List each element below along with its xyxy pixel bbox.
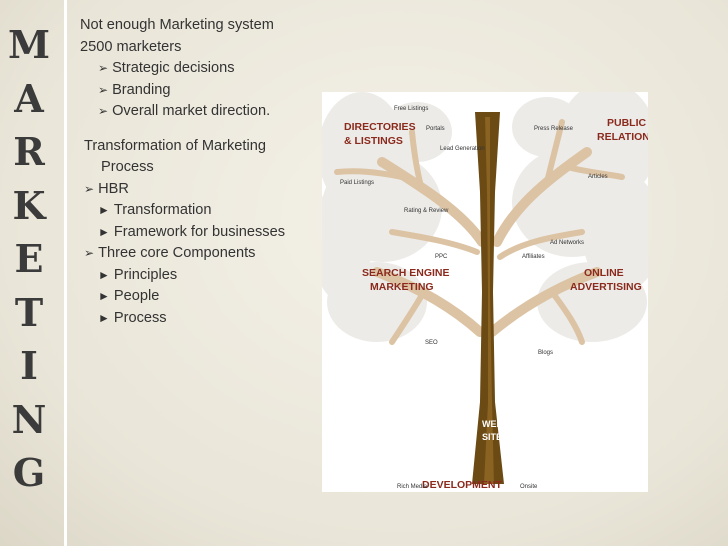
leaf-label: PPC — [435, 254, 448, 260]
leaf-label: Portals — [426, 126, 445, 132]
triangle-bullet-icon: ► — [98, 289, 110, 303]
text-line: Transformation of Marketing — [84, 137, 266, 154]
arrow-bullet-icon: ➢ — [98, 104, 109, 118]
triangle-bullet-icon: ► — [98, 224, 110, 239]
text-line: 2500 marketers — [80, 38, 182, 55]
leaf-label: Rating & Review — [404, 208, 449, 214]
triangle-bullet-icon: ► — [98, 310, 110, 325]
leaf-label: Lead Generation — [440, 146, 485, 152]
category-label: MARKETING — [370, 281, 434, 293]
arrow-bullet-icon: ➢ — [84, 181, 95, 196]
side-letter: K — [12, 182, 46, 228]
trunk-label: WEB — [482, 419, 503, 429]
bullet-item: ➢Overall market direction. — [98, 103, 271, 119]
bullet-item: ➢Strategic decisions — [98, 60, 235, 76]
side-letter: R — [13, 129, 45, 174]
leaf-label: Articles — [588, 174, 608, 180]
bullet-item: ➢Branding — [98, 81, 171, 98]
category-label: DEVELOPMENT — [422, 479, 503, 491]
leaf-label: SEO — [425, 340, 438, 346]
arrow-bullet-icon: ➢ — [84, 246, 95, 260]
side-letter: E — [14, 236, 44, 281]
leaf-label: Press Release — [534, 126, 574, 132]
sub-bullet-item: ►Principles — [98, 266, 178, 283]
side-letter: G — [12, 450, 46, 495]
side-letter: N — [11, 396, 47, 442]
sub-bullet-item: ►Transformation — [98, 202, 212, 218]
tree-trunk — [472, 112, 504, 484]
bullet-item: ➢HBR — [84, 180, 129, 197]
leaf-label: Onsite — [520, 484, 538, 490]
triangle-bullet-icon: ► — [98, 267, 110, 282]
leaf-label: Paid Listings — [340, 180, 374, 186]
category-label: ONLINE — [584, 267, 624, 279]
bullet-item: ➢Three core Components — [84, 245, 256, 261]
text-line: Not enough Marketing system — [80, 17, 274, 33]
tree-branches — [334, 119, 625, 345]
side-letter: M — [7, 22, 51, 67]
leaf-label: Blogs — [538, 350, 553, 356]
side-letter: A — [14, 75, 44, 121]
leaf-label: Free Listings — [394, 106, 428, 112]
category-label: SEARCH ENGINE — [362, 267, 450, 279]
text-line: Process — [101, 159, 154, 175]
vertical-divider — [64, 0, 67, 546]
side-letter: I — [20, 343, 38, 388]
slide-content: Not enough Marketing system 2500 markete… — [80, 15, 330, 329]
sub-bullet-item: ►People — [98, 288, 160, 304]
sub-bullet-item: ►Process — [98, 309, 167, 326]
category-label: ADVERTISING — [570, 281, 642, 293]
arrow-bullet-icon: ➢ — [98, 61, 109, 75]
triangle-bullet-icon: ► — [98, 203, 110, 217]
trunk-label: SITE — [482, 432, 502, 442]
category-label: & LISTINGS — [344, 135, 403, 147]
side-letter: T — [14, 289, 44, 335]
category-label: PUBLIC — [607, 117, 647, 129]
vertical-marketing-letters: M A R K E T I N G — [6, 18, 52, 500]
sub-bullet-item: ►Framework for businesses — [98, 223, 286, 240]
category-label: DIRECTORIES — [344, 121, 416, 133]
leaf-label: Rich Media — [397, 484, 428, 490]
leaf-label: Affiliates — [522, 254, 545, 260]
arrow-bullet-icon: ➢ — [98, 82, 109, 97]
leaf-label: Ad Networks — [550, 240, 584, 246]
